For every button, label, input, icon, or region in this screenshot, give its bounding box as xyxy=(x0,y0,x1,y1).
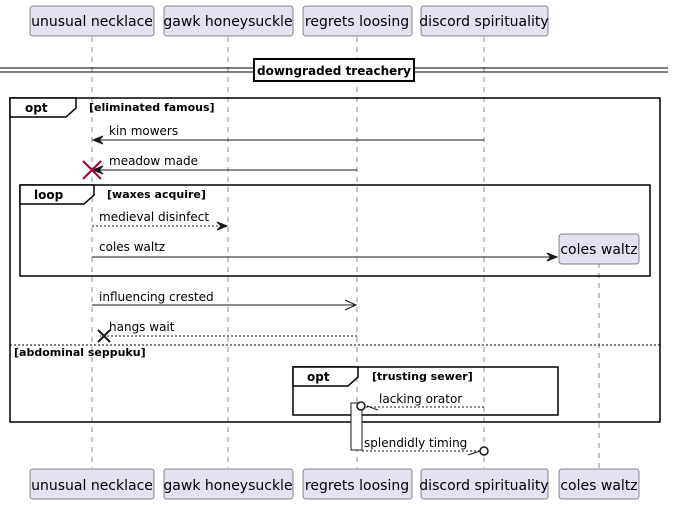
participant-label: gawk honeysuckle xyxy=(163,478,292,494)
participant-unusual-necklace-bottom: unusual necklace xyxy=(29,468,155,500)
message-label: kin mowers xyxy=(109,124,178,138)
participant-coles-waltz-created: coles waltz xyxy=(558,233,640,265)
circle-endpoint-icon xyxy=(356,401,366,411)
divider-label: downgraded treachery xyxy=(257,64,411,78)
participant-label: unusual necklace xyxy=(31,14,153,30)
participant-discord-spirituality-top: discord spirituality xyxy=(419,5,549,37)
divider: downgraded treachery xyxy=(0,58,668,82)
message-label: coles waltz xyxy=(99,240,165,254)
participant-label: discord spirituality xyxy=(419,14,548,30)
participant-regrets-loosing-top: regrets loosing xyxy=(302,5,413,37)
participant-discord-spirituality-bottom: discord spirituality xyxy=(419,468,549,500)
outer-opt-frame: opt [eliminated famous] [abdominal seppu… xyxy=(9,97,661,423)
message-label: splendidly timing xyxy=(364,436,467,450)
message-meadow-made: meadow made xyxy=(82,154,357,180)
message-medieval-disinfect: medieval disinfect xyxy=(92,210,229,231)
message-coles-waltz: coles waltz xyxy=(92,240,559,262)
circle-endpoint-icon xyxy=(479,446,489,456)
else-guard: [abdominal seppuku] xyxy=(14,346,146,359)
message-influencing-crested: influencing crested xyxy=(92,290,358,311)
frame-guard: [waxes acquire] xyxy=(107,188,206,201)
participant-label: gawk honeysuckle xyxy=(163,14,292,30)
participant-label: discord spirituality xyxy=(419,478,548,494)
participant-regrets-loosing-bottom: regrets loosing xyxy=(302,468,413,500)
loop-frame: loop [waxes acquire] xyxy=(19,184,651,277)
message-label: medieval disinfect xyxy=(99,210,209,224)
message-label: meadow made xyxy=(109,154,198,168)
message-label: influencing crested xyxy=(99,290,214,304)
message-hangs-wait: hangs wait xyxy=(97,320,357,343)
message-label: lacking orator xyxy=(379,392,462,406)
frame-guard: [trusting sewer] xyxy=(372,370,473,383)
frame-keyword: opt xyxy=(25,101,48,115)
message-splendidly-timing: splendidly timing xyxy=(362,436,489,456)
frame-keyword: opt xyxy=(307,370,330,384)
frame-keyword: loop xyxy=(34,188,64,202)
participant-label: regrets loosing xyxy=(305,478,409,494)
participant-unusual-necklace-top: unusual necklace xyxy=(29,5,155,37)
destroy-icon xyxy=(82,160,102,180)
participant-gawk-honeysuckle-bottom: gawk honeysuckle xyxy=(163,468,294,500)
inner-opt-frame: opt [trusting sewer] xyxy=(292,366,559,416)
lost-message-cross-icon xyxy=(97,329,111,343)
participant-coles-waltz-bottom: coles waltz xyxy=(558,468,640,500)
message-label: hangs wait xyxy=(109,320,175,334)
activation-bar xyxy=(350,402,363,451)
message-kin-mowers: kin mowers xyxy=(91,124,484,145)
participant-label: regrets loosing xyxy=(305,14,409,30)
participant-label: coles waltz xyxy=(560,478,637,494)
participant-label: unusual necklace xyxy=(31,478,153,494)
frame-guard: [eliminated famous] xyxy=(89,101,215,114)
message-lacking-orator: lacking orator xyxy=(356,392,484,411)
participant-gawk-honeysuckle-top: gawk honeysuckle xyxy=(163,5,294,37)
participant-label: coles waltz xyxy=(560,242,637,258)
